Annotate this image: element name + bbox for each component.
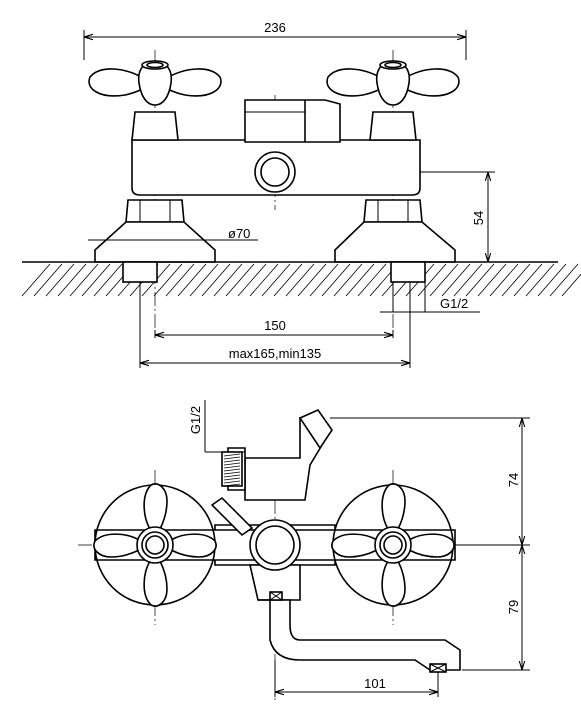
- cross-handle-icon: [88, 60, 222, 106]
- center-distance-label: 150: [264, 318, 286, 333]
- diverter-lever: [210, 496, 254, 537]
- front-view: G1/2 74 79 101: [78, 400, 530, 700]
- height-dimension-label: 54: [471, 211, 486, 225]
- wall-flange-right: [334, 221, 456, 263]
- spout-length-label: 101: [364, 676, 386, 691]
- diverter-ring: [249, 519, 301, 571]
- diverter-knob: [244, 99, 341, 143]
- range-dimension-label: max165,min135: [229, 346, 322, 361]
- thread-label-front: G1/2: [188, 406, 203, 434]
- thread-label-top: G1/2: [440, 296, 468, 311]
- top-view: 236: [21, 20, 581, 368]
- width-dimension-label: 236: [264, 20, 286, 35]
- wall-flange-left: [94, 221, 216, 263]
- wall-hatch: [21, 263, 581, 297]
- upper-height-label: 74: [506, 473, 521, 487]
- bath-spout: [258, 599, 461, 671]
- cross-handle-front-icon: [331, 483, 455, 607]
- cross-handle-front-icon: [93, 483, 217, 607]
- lower-height-label: 79: [506, 600, 521, 614]
- cross-handle-icon: [326, 60, 460, 106]
- diameter-label: ø70: [228, 226, 250, 241]
